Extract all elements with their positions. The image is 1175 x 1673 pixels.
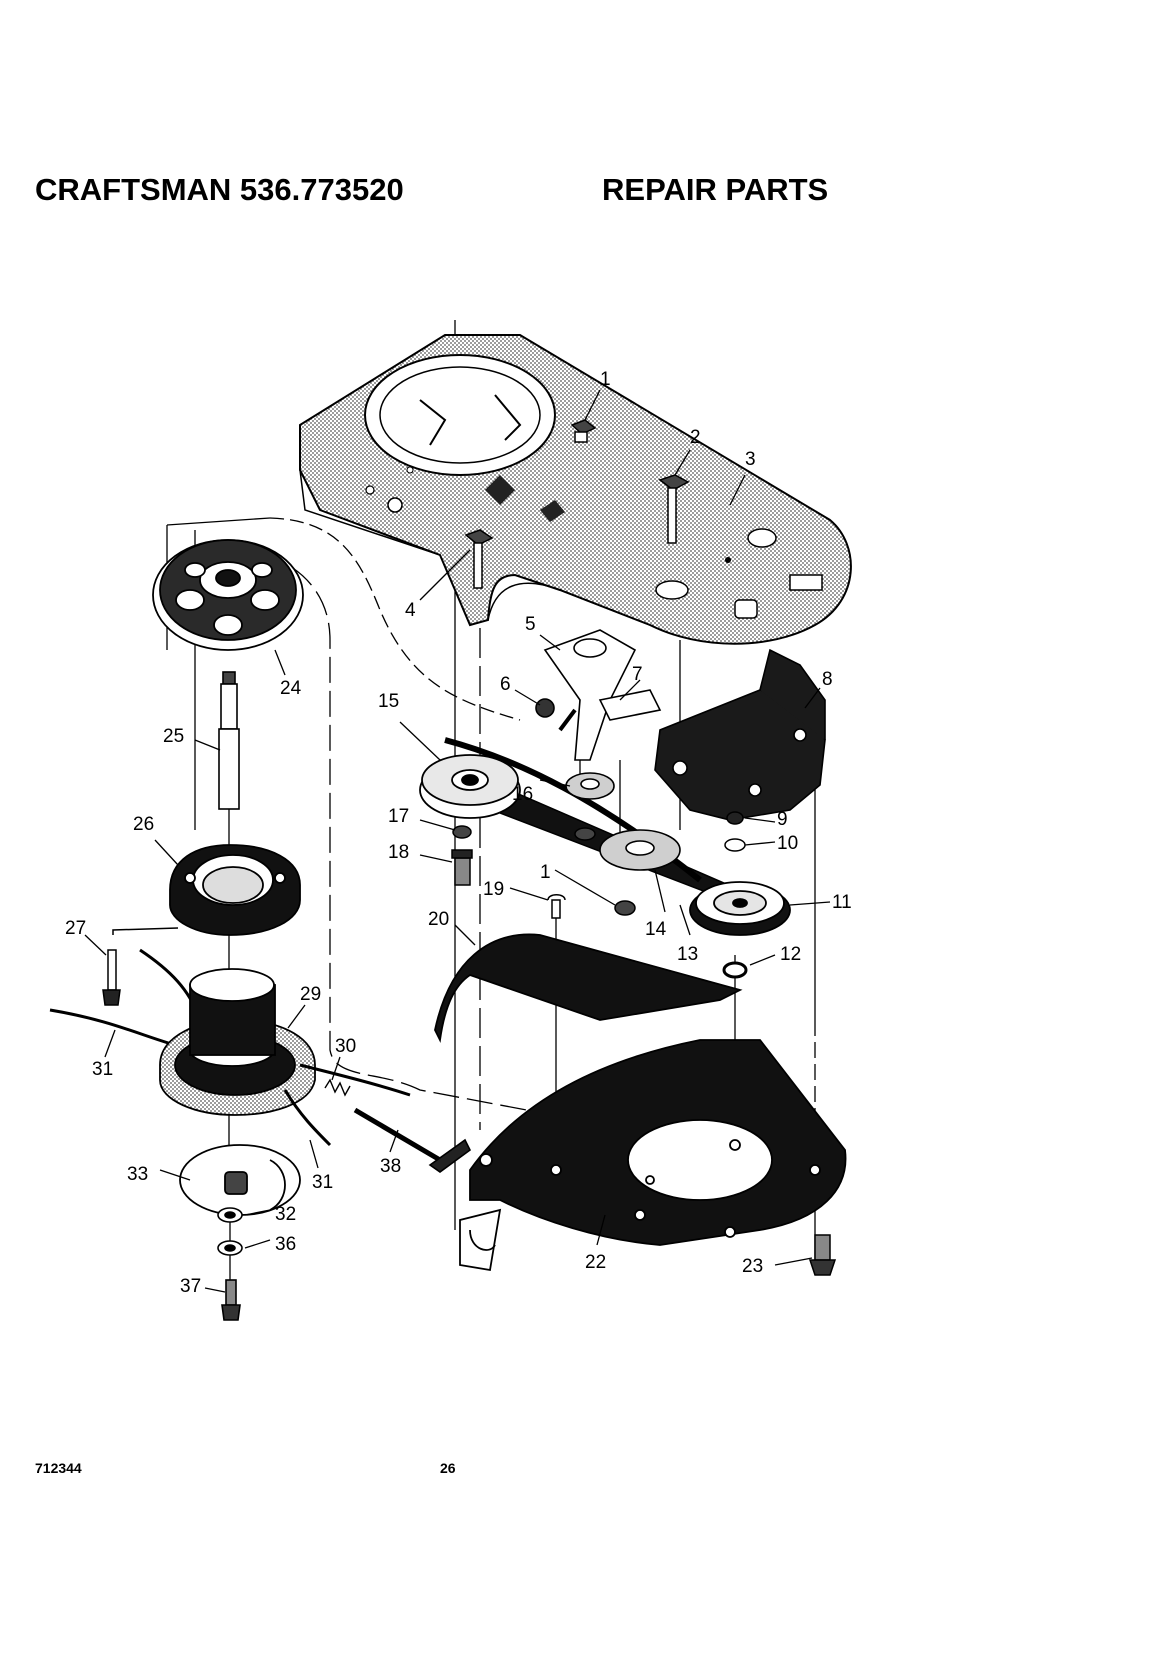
- callout-12: 12: [780, 944, 801, 965]
- callout-24: 24: [280, 678, 302, 699]
- callout-31b: 31: [312, 1172, 333, 1193]
- callout-19: 19: [483, 879, 504, 900]
- callout-18: 18: [388, 842, 409, 863]
- callout-38: 38: [380, 1156, 401, 1177]
- callout-27: 27: [65, 918, 86, 939]
- footer-part-number: 712344: [35, 1460, 82, 1476]
- callout-29: 29: [300, 984, 321, 1005]
- callout-4: 4: [405, 600, 416, 621]
- wrench-38: [355, 1110, 470, 1172]
- callout-23: 23: [742, 1256, 763, 1277]
- drive-plate: [153, 540, 303, 650]
- callout-11: 11: [832, 892, 852, 913]
- housing-cover: [300, 335, 851, 644]
- callout-3: 3: [745, 449, 756, 470]
- spindle-shaft: [219, 672, 239, 809]
- callout-37: 37: [180, 1276, 201, 1297]
- callout-6: 6: [500, 674, 511, 695]
- callout-36: 36: [275, 1234, 296, 1255]
- callout-17: 17: [388, 806, 409, 827]
- spring-30: [325, 1080, 350, 1095]
- pulley-11: [690, 882, 790, 935]
- callout-22: 22: [585, 1252, 606, 1273]
- pulley-15: [420, 755, 520, 818]
- callout-14: 14: [645, 919, 667, 940]
- idler-bracket: [536, 630, 660, 760]
- callout-20: 20: [428, 909, 449, 930]
- callout-25: 25: [163, 726, 184, 747]
- callout-15: 15: [378, 691, 399, 712]
- callout-32: 32: [275, 1204, 296, 1225]
- footer-page-number: 26: [440, 1460, 456, 1476]
- callout-1b: 1: [540, 862, 551, 883]
- callout-5: 5: [525, 614, 536, 635]
- bolt-27: [103, 928, 178, 1005]
- idler-pulley-16: [566, 773, 614, 799]
- idler-pulley-14: [600, 830, 680, 870]
- callout-10: 10: [777, 833, 798, 854]
- callout-2: 2: [690, 427, 701, 448]
- callout-1: 1: [600, 369, 611, 390]
- callout-31a: 31: [92, 1059, 113, 1080]
- callout-26: 26: [133, 814, 154, 835]
- callout-30: 30: [335, 1036, 356, 1057]
- trimmer-deck-guard: [460, 1040, 846, 1270]
- callout-16: 16: [512, 784, 533, 805]
- callout-9: 9: [777, 809, 788, 830]
- callout-7: 7: [632, 664, 643, 685]
- spindle-housing: [170, 845, 300, 935]
- callout-33: 33: [127, 1164, 148, 1185]
- callout-8: 8: [822, 669, 833, 690]
- callout-13: 13: [677, 944, 698, 965]
